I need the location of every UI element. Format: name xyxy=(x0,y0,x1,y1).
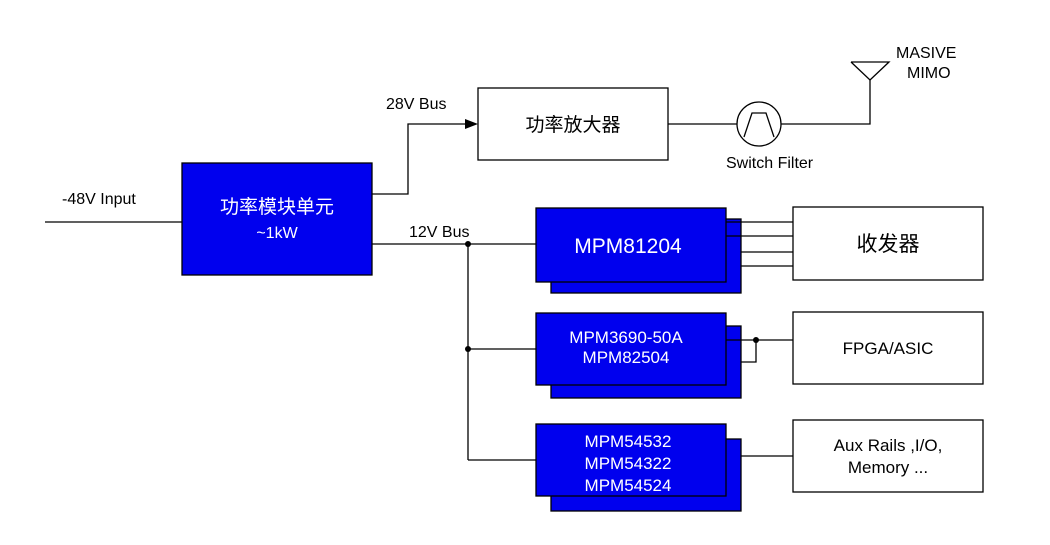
module-1-outputs xyxy=(726,221,793,267)
filter-to-antenna-wire xyxy=(781,80,871,125)
bandpass-filter-icon xyxy=(736,101,782,147)
power-unit-block: 功率模块单元 ~1kW xyxy=(181,162,373,276)
module-mpm81204: MPM81204 xyxy=(535,207,742,294)
amplifier-label: 功率放大器 xyxy=(525,114,620,136)
aux-box xyxy=(792,419,984,493)
antenna-label-line1: MASIVE xyxy=(896,45,956,62)
module-3-label-line2: MPM54322 xyxy=(585,454,672,473)
input-label: -48V Input xyxy=(62,191,136,208)
bus-28v-label: 28V Bus xyxy=(386,96,446,113)
transceiver-label: 收发器 xyxy=(857,232,920,256)
module-2-junction xyxy=(753,337,759,343)
bus-12v: 12V Bus xyxy=(372,224,536,461)
bandpass-curve xyxy=(743,112,775,138)
amplifier-block: 功率放大器 xyxy=(477,87,669,161)
module-3-front xyxy=(535,423,727,497)
input-group: -48V Input xyxy=(45,191,182,223)
antenna-icon xyxy=(850,61,891,81)
antenna-label-line2: MIMO xyxy=(907,65,951,82)
module-3-label-line1: MPM54532 xyxy=(585,432,672,451)
module-3-label-line3: MPM54524 xyxy=(585,476,672,495)
module-mpm54532: MPM54532 MPM54322 MPM54524 xyxy=(535,423,742,512)
module-2-front xyxy=(535,312,727,386)
transceiver-box xyxy=(792,206,984,281)
bus-12v-label: 12V Bus xyxy=(409,224,469,241)
power-unit-rating: ~1kW xyxy=(256,225,298,242)
bus-28v: 28V Bus xyxy=(372,96,478,195)
module-1-front xyxy=(535,207,727,283)
power-unit-title: 功率模块单元 xyxy=(220,196,334,218)
module-2-output-back xyxy=(741,340,757,363)
fpga-label: FPGA/ASIC xyxy=(843,339,934,358)
module-2-label-line1: MPM3690-50A xyxy=(569,328,683,347)
module-2-outputs xyxy=(726,337,793,363)
aux-label-line2: Memory ... xyxy=(848,458,928,477)
antenna: MASIVE MIMO xyxy=(850,45,956,82)
switch-filter: Switch Filter xyxy=(726,101,814,172)
bus-12v-junction-1 xyxy=(465,241,471,247)
bus-28v-arrowhead xyxy=(465,119,478,129)
amplifier-box xyxy=(477,87,669,161)
power-unit-box xyxy=(181,162,373,276)
bus-28v-wire xyxy=(372,123,466,195)
transceiver-block: 收发器 xyxy=(792,206,984,281)
aux-label-line1: Aux Rails ,I/O, xyxy=(834,436,943,455)
module-mpm3690: MPM3690-50A MPM82504 xyxy=(535,312,742,399)
switch-filter-label: Switch Filter xyxy=(726,155,814,172)
bus-12v-junction-2 xyxy=(465,346,471,352)
fpga-box xyxy=(792,311,984,385)
module-1-label: MPM81204 xyxy=(574,235,682,258)
module-2-label-line2: MPM82504 xyxy=(583,348,670,367)
fpga-block: FPGA/ASIC xyxy=(792,311,984,385)
aux-block: Aux Rails ,I/O, Memory ... xyxy=(792,419,984,493)
